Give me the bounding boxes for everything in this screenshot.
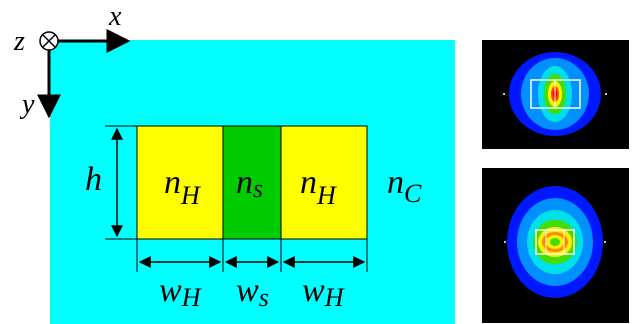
label-w-high-right: wH bbox=[302, 272, 345, 312]
label-w-slot: ws bbox=[236, 272, 269, 312]
label-n-slot: ns bbox=[236, 164, 263, 203]
label-w-high-left: wH bbox=[159, 272, 202, 312]
width-dimensions bbox=[136, 239, 368, 272]
high-index-right-region bbox=[280, 125, 368, 240]
mode-field-plot-1 bbox=[482, 40, 629, 149]
high-index-left-region bbox=[136, 125, 224, 240]
height-dimension: h bbox=[85, 125, 137, 240]
height-label: h bbox=[85, 161, 102, 198]
axis-label-y: y bbox=[19, 89, 35, 120]
label-n-high-left: nH bbox=[164, 164, 201, 210]
label-n-cladding: nC bbox=[387, 164, 422, 208]
axis-label-x: x bbox=[108, 1, 122, 32]
axis-label-z: z bbox=[13, 26, 25, 57]
label-n-high-right: nH bbox=[300, 164, 337, 210]
coordinate-axes: z x y bbox=[13, 1, 131, 120]
mode-field-plot-2 bbox=[482, 168, 629, 323]
